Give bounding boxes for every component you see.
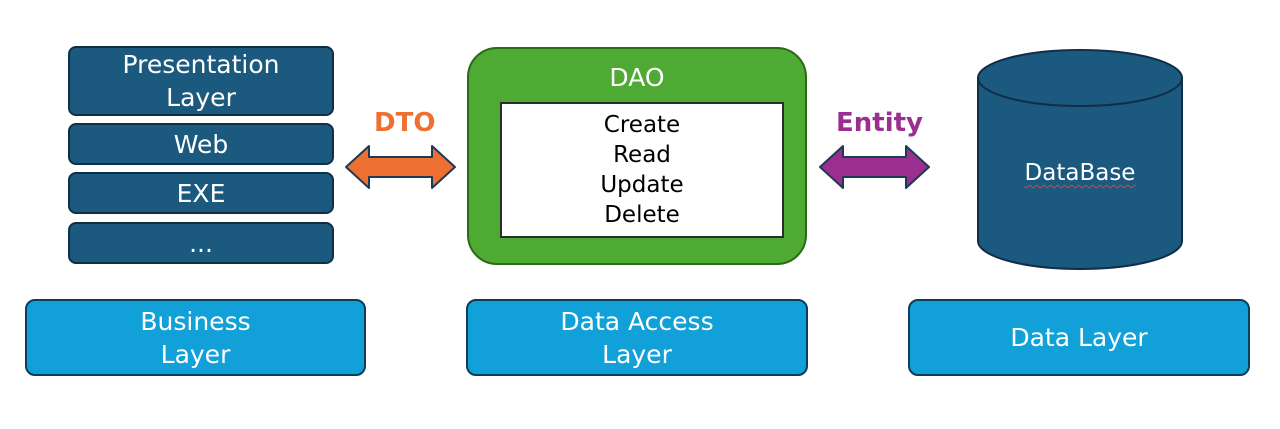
dto-label: DTO: [374, 108, 436, 138]
web-box: Web: [68, 123, 334, 165]
operation-create: Create: [603, 112, 681, 138]
dao-title: DAO: [609, 63, 665, 92]
entity-double-arrow: [819, 145, 930, 189]
more-box: ...: [68, 222, 334, 264]
operation-update: Update: [600, 172, 684, 198]
dao-operations-box: Create Read Update Delete: [500, 102, 784, 238]
business-layer-box: Business Layer: [25, 299, 366, 376]
data-access-layer-box: Data Access Layer: [466, 299, 808, 376]
operation-delete: Delete: [604, 202, 680, 228]
database-cylinder-icon: [977, 49, 1183, 270]
operation-read: Read: [613, 142, 671, 168]
dto-double-arrow: [345, 145, 456, 189]
entity-label: Entity: [836, 108, 923, 138]
database-label: DataBase: [1024, 160, 1136, 186]
presentation-layer-box: Presentation Layer: [68, 46, 334, 116]
dao-box: DAO Create Read Update Delete: [467, 47, 807, 265]
data-layer-box: Data Layer: [908, 299, 1250, 376]
exe-box: EXE: [68, 172, 334, 214]
